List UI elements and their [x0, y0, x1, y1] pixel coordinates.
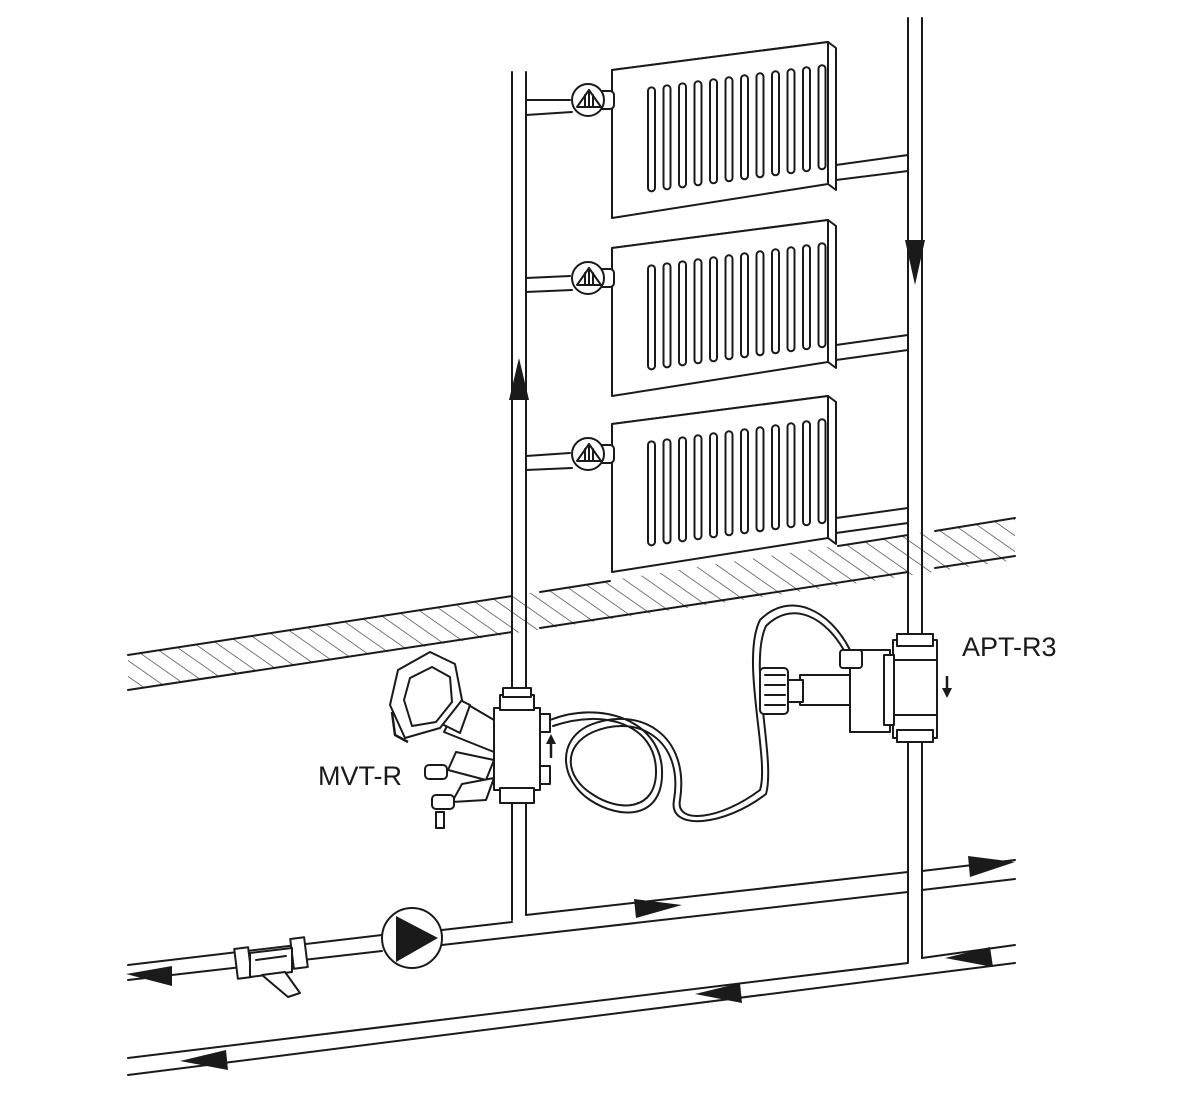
radiator-fin — [817, 418, 827, 525]
radiator-fin — [786, 246, 796, 353]
radiator-fin — [693, 258, 703, 365]
return-main — [127, 944, 1016, 1076]
flow-arrows — [126, 240, 1015, 1070]
return-riser — [907, 17, 923, 963]
radiator-fin — [786, 68, 796, 175]
flow-arrow-icon — [945, 947, 993, 967]
radiator-fin — [755, 250, 765, 357]
radiator-fin — [662, 84, 672, 191]
radiator — [611, 41, 837, 219]
mvt-r-valve — [389, 651, 556, 829]
thermostatic-valves — [571, 83, 615, 471]
thermostatic-valve-icon — [571, 437, 615, 471]
thermostatic-valve-icon — [571, 261, 615, 295]
radiator-fin — [755, 426, 765, 533]
radiator-fin — [755, 72, 765, 179]
radiator-fin — [771, 248, 780, 355]
radiator-fin — [678, 82, 687, 189]
radiator-fin — [709, 256, 718, 363]
strainer-icon — [233, 936, 309, 998]
radiator — [611, 219, 837, 397]
radiator-fin — [709, 78, 718, 185]
radiator-fin — [709, 432, 718, 539]
radiator-fin — [802, 244, 811, 351]
radiator-fin — [647, 440, 656, 547]
flow-arrow-icon — [968, 856, 1015, 877]
radiator-fin — [740, 252, 749, 359]
radiators — [611, 41, 837, 573]
radiator-fin — [817, 64, 827, 171]
radiator-branches — [525, 99, 909, 534]
radiator-fin — [647, 264, 656, 371]
radiator-fin — [693, 80, 703, 187]
flow-arrow-icon — [634, 899, 682, 918]
radiator-fin — [802, 66, 811, 173]
radiator-fin — [647, 86, 656, 193]
radiator-fin — [724, 76, 734, 183]
apt-r3-valve — [759, 633, 952, 743]
radiator-fin — [771, 424, 780, 531]
flow-arrow-icon — [695, 983, 742, 1003]
radiator-fin — [693, 434, 703, 541]
radiator-fin — [802, 420, 811, 527]
radiator-fin — [740, 74, 749, 181]
radiator-fin — [662, 438, 672, 545]
radiator-fin — [786, 422, 796, 529]
pump-icon — [381, 907, 443, 969]
radiator-fin — [740, 428, 749, 535]
flow-arrow-icon — [180, 1050, 228, 1070]
radiator-fin — [771, 70, 780, 177]
radiator-fin — [817, 242, 827, 349]
floor-slab — [127, 517, 1016, 691]
radiator-fin — [678, 436, 687, 543]
thermostatic-valve-icon — [571, 83, 615, 117]
radiator-fin — [678, 260, 687, 367]
radiator-fin — [724, 430, 734, 537]
flow-arrow-icon — [509, 358, 529, 400]
mvt-r-label: MVT-R — [318, 761, 402, 791]
capillary-tube — [549, 604, 851, 823]
radiator-fin — [724, 254, 734, 361]
radiator-fin — [662, 262, 672, 369]
radiator — [611, 395, 837, 573]
supply-riser — [511, 71, 527, 921]
apt-r3-label: APT-R3 — [962, 632, 1057, 662]
flow-arrow-icon — [126, 966, 172, 986]
flow-arrow-icon — [905, 240, 925, 285]
